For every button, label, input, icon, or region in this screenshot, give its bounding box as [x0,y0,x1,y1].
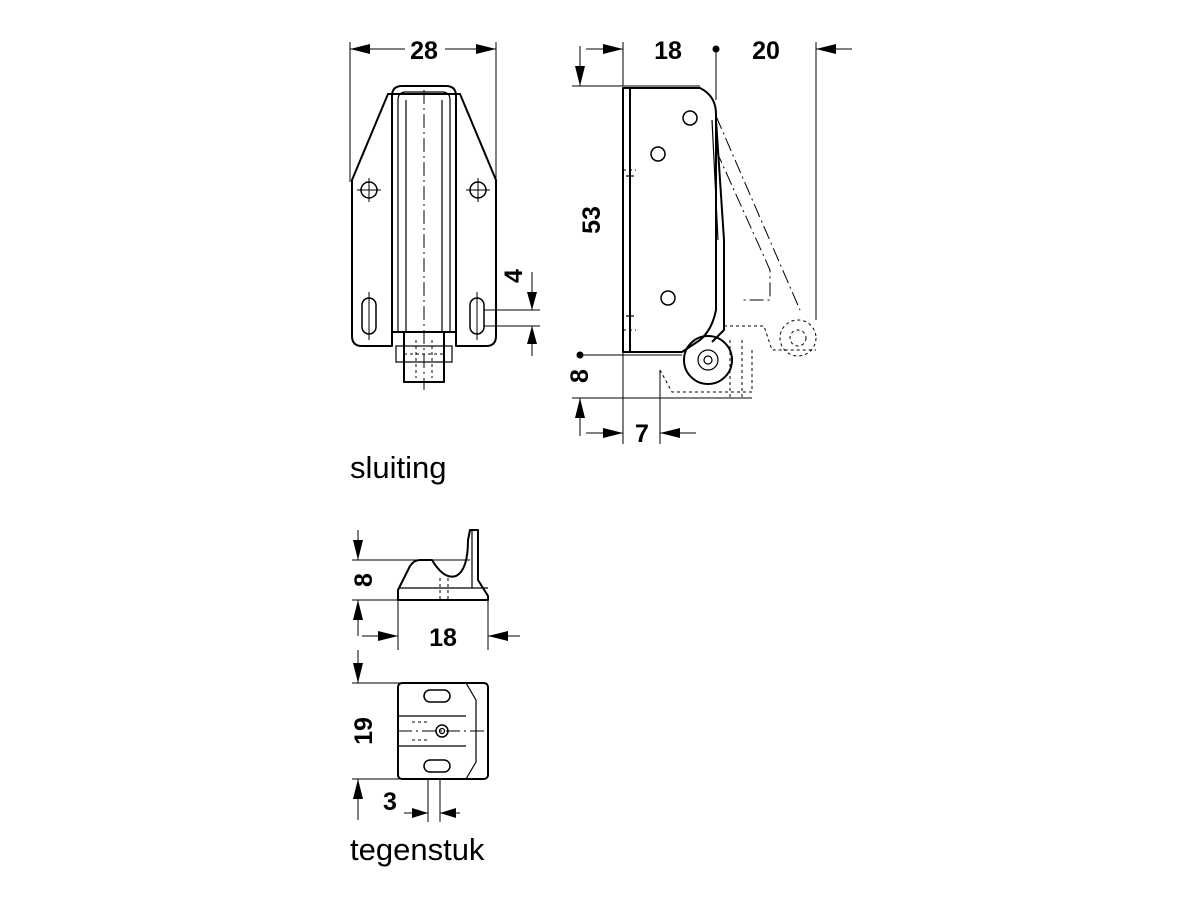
roller-block [403,331,445,383]
dim-label-4: 4 [500,269,528,283]
latch-body [622,87,717,353]
sluiting-front-view [349,42,540,390]
dim-label-8-strike: 8 [350,573,378,587]
dim-label-18-top: 18 [654,37,682,65]
tegenstuk-top-view [352,650,489,822]
dim-label-18-strike: 18 [429,624,457,652]
dim-label-28: 28 [410,37,438,65]
caption-sluiting: sluiting [350,450,447,485]
spring-bracket [391,85,457,332]
dim-label-20: 20 [752,37,780,65]
strike-plate-profile [397,529,489,601]
dim-label-19: 19 [350,717,378,745]
tegenstuk-side-view [352,529,520,650]
sluiting-side-view [572,42,852,444]
dim-label-8-side: 8 [566,369,594,383]
dim-label-7: 7 [635,420,649,448]
dim-label-3: 3 [383,788,397,816]
roller-wheel [683,335,733,385]
dim-label-53: 53 [578,206,606,234]
caption-tegenstuk: tegenstuk [350,832,485,867]
